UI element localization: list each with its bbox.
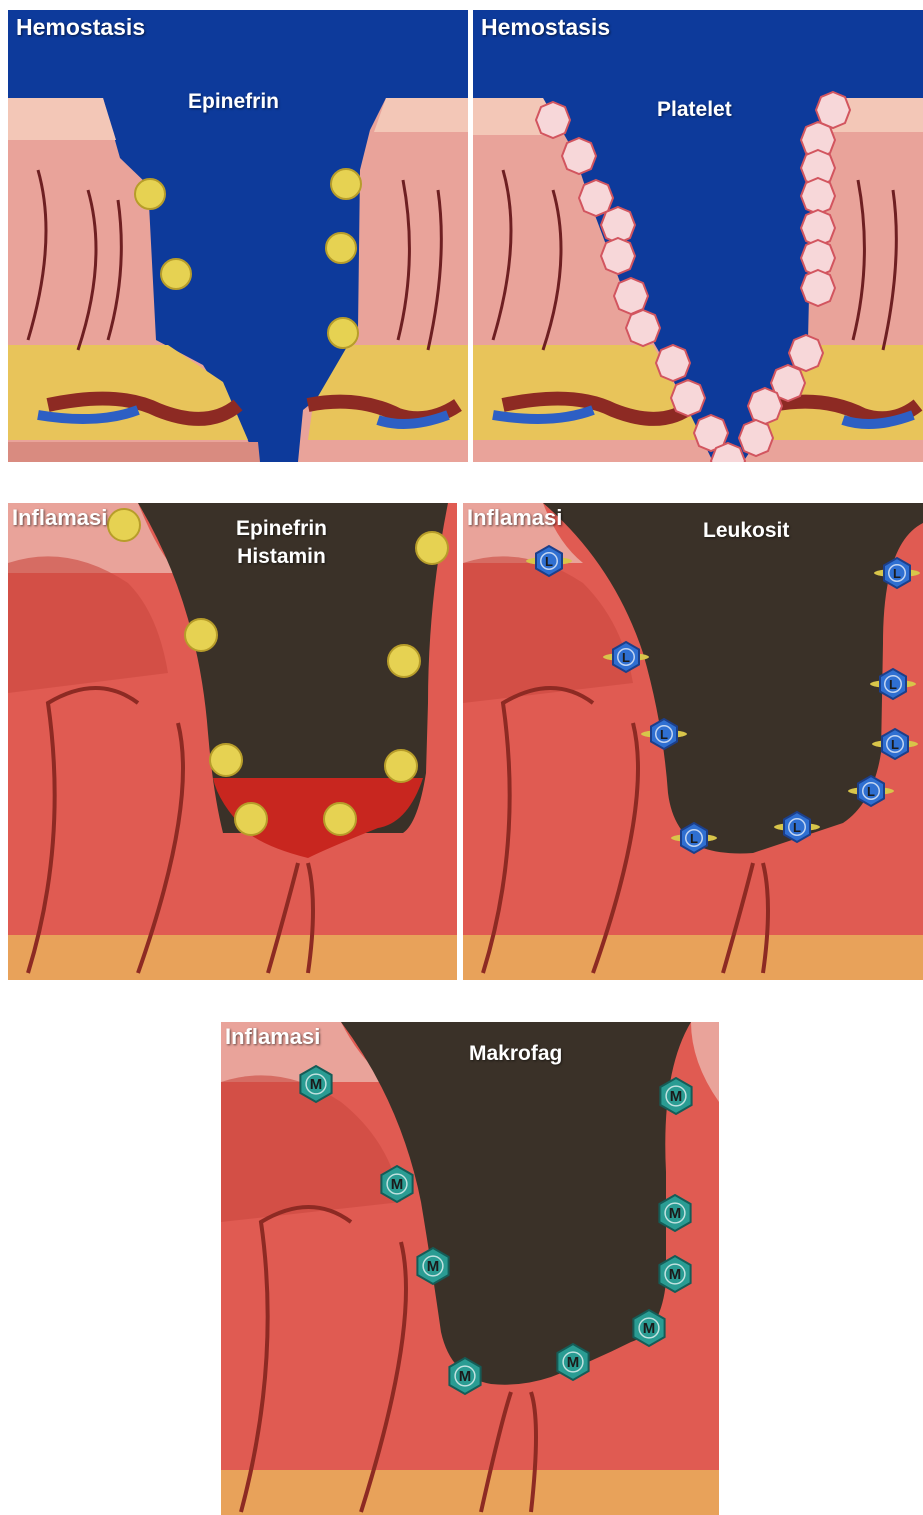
wound-illustration: L L L L L L L L L [463, 503, 923, 980]
epinefrin-molecule [326, 233, 356, 263]
leukosit-cell-letter: L [893, 566, 901, 581]
epinefrin-molecule [161, 259, 191, 289]
makrofag-cell: M [300, 1066, 331, 1102]
molecule-label-line: Epinefrin [188, 88, 279, 116]
makrofag-cell-letter: M [427, 1258, 440, 1275]
leukosit-cell-letter: L [891, 737, 899, 752]
platelet-cell [801, 178, 835, 214]
platelet-cell [748, 388, 782, 424]
stage-label: Inflamasi [467, 505, 562, 531]
leukosit-cell-letter: L [793, 820, 801, 835]
makrofag-cell: M [660, 1078, 691, 1114]
panel-hemostasis-platelet: Hemostasis Platelet [473, 10, 923, 462]
wound-illustration: M M M M M M M M M [221, 1022, 719, 1515]
makrofag-cell-letter: M [310, 1076, 323, 1093]
makrofag-cell-letter: M [643, 1320, 656, 1337]
leukosit-cell-letter: L [690, 831, 698, 846]
panel-inflamasi-leukosit: L L L L L L L L L Inflamasi Leukosit [463, 503, 923, 980]
molecule-label-line: Epinefrin [236, 515, 327, 543]
leukosit-cell-letter: L [622, 650, 630, 665]
makrofag-cell: M [557, 1344, 588, 1380]
wound-illustration [8, 10, 468, 462]
fat-layer [8, 935, 457, 980]
epinefrin-molecule [416, 532, 448, 564]
epinefrin-molecule [185, 619, 217, 651]
epinefrin-molecule [324, 803, 356, 835]
cell-label-line: Makrofag [469, 1040, 562, 1068]
makrofag-cell-letter: M [669, 1205, 682, 1222]
makrofag-cell: M [633, 1310, 664, 1346]
fat-layer [463, 935, 923, 980]
wound-illustration [8, 503, 457, 980]
stage-label: Inflamasi [12, 505, 107, 531]
molecule-label: Platelet [657, 96, 732, 124]
makrofag-cell: M [381, 1166, 412, 1202]
makrofag-cell-letter: M [391, 1176, 404, 1193]
platelet-cell [562, 138, 596, 174]
makrofag-cell-letter: M [669, 1266, 682, 1283]
makrofag-cell: M [417, 1248, 448, 1284]
panel-inflamasi-epinefrin-histamin: Inflamasi Epinefrin Histamin [8, 503, 457, 980]
leukosit-cell-letter: L [660, 727, 668, 742]
molecule-label-line: Histamin [236, 543, 327, 571]
molecule-label-line: Platelet [657, 96, 732, 124]
platelet-cell [789, 335, 823, 371]
platelet-cell [739, 420, 773, 456]
epinefrin-molecule [210, 744, 242, 776]
epinefrin-molecule [331, 169, 361, 199]
epinefrin-molecule [385, 750, 417, 782]
stage-label: Hemostasis [481, 14, 610, 41]
makrofag-cell-letter: M [567, 1354, 580, 1371]
platelet-cell [614, 278, 648, 314]
stage-label: Inflamasi [225, 1024, 320, 1050]
platelet-cell [626, 310, 660, 346]
molecule-label: Epinefrin [188, 88, 279, 116]
deep-tissue-left [8, 442, 260, 462]
stage-label: Hemostasis [16, 14, 145, 41]
cell-label: Makrofag [469, 1040, 562, 1068]
epidermis-right [374, 98, 468, 132]
makrofag-cell-letter: M [459, 1368, 472, 1385]
epinefrin-molecule [135, 179, 165, 209]
cell-label: Leukosit [703, 517, 789, 545]
epidermis-left [8, 98, 116, 140]
platelet-cell [671, 380, 705, 416]
epinefrin-molecule [388, 645, 420, 677]
epinefrin-molecule [328, 318, 358, 348]
epinefrin-molecule [235, 803, 267, 835]
makrofag-cell: M [659, 1256, 690, 1292]
platelet-cell [536, 102, 570, 138]
fat-layer [221, 1470, 719, 1515]
leukosit-cell-letter: L [867, 784, 875, 799]
molecule-label: Epinefrin Histamin [236, 515, 327, 571]
wound-illustration [473, 10, 923, 462]
panel-hemostasis-epinefrin: Hemostasis Epinefrin [8, 10, 468, 462]
makrofag-cell: M [659, 1195, 690, 1231]
platelet-cell [601, 238, 635, 274]
platelet-cell [801, 270, 835, 306]
panel-inflamasi-makrofag: M M M M M M M M M Inflamasi Makrofag [221, 1022, 719, 1515]
makrofag-cell: M [449, 1358, 480, 1394]
leukosit-cell-letter: L [545, 554, 553, 569]
leukosit-cell-letter: L [889, 677, 897, 692]
makrofag-cell-letter: M [670, 1088, 683, 1105]
platelet-cell [656, 345, 690, 381]
epinefrin-molecule [108, 509, 140, 541]
cell-label-line: Leukosit [703, 517, 789, 545]
